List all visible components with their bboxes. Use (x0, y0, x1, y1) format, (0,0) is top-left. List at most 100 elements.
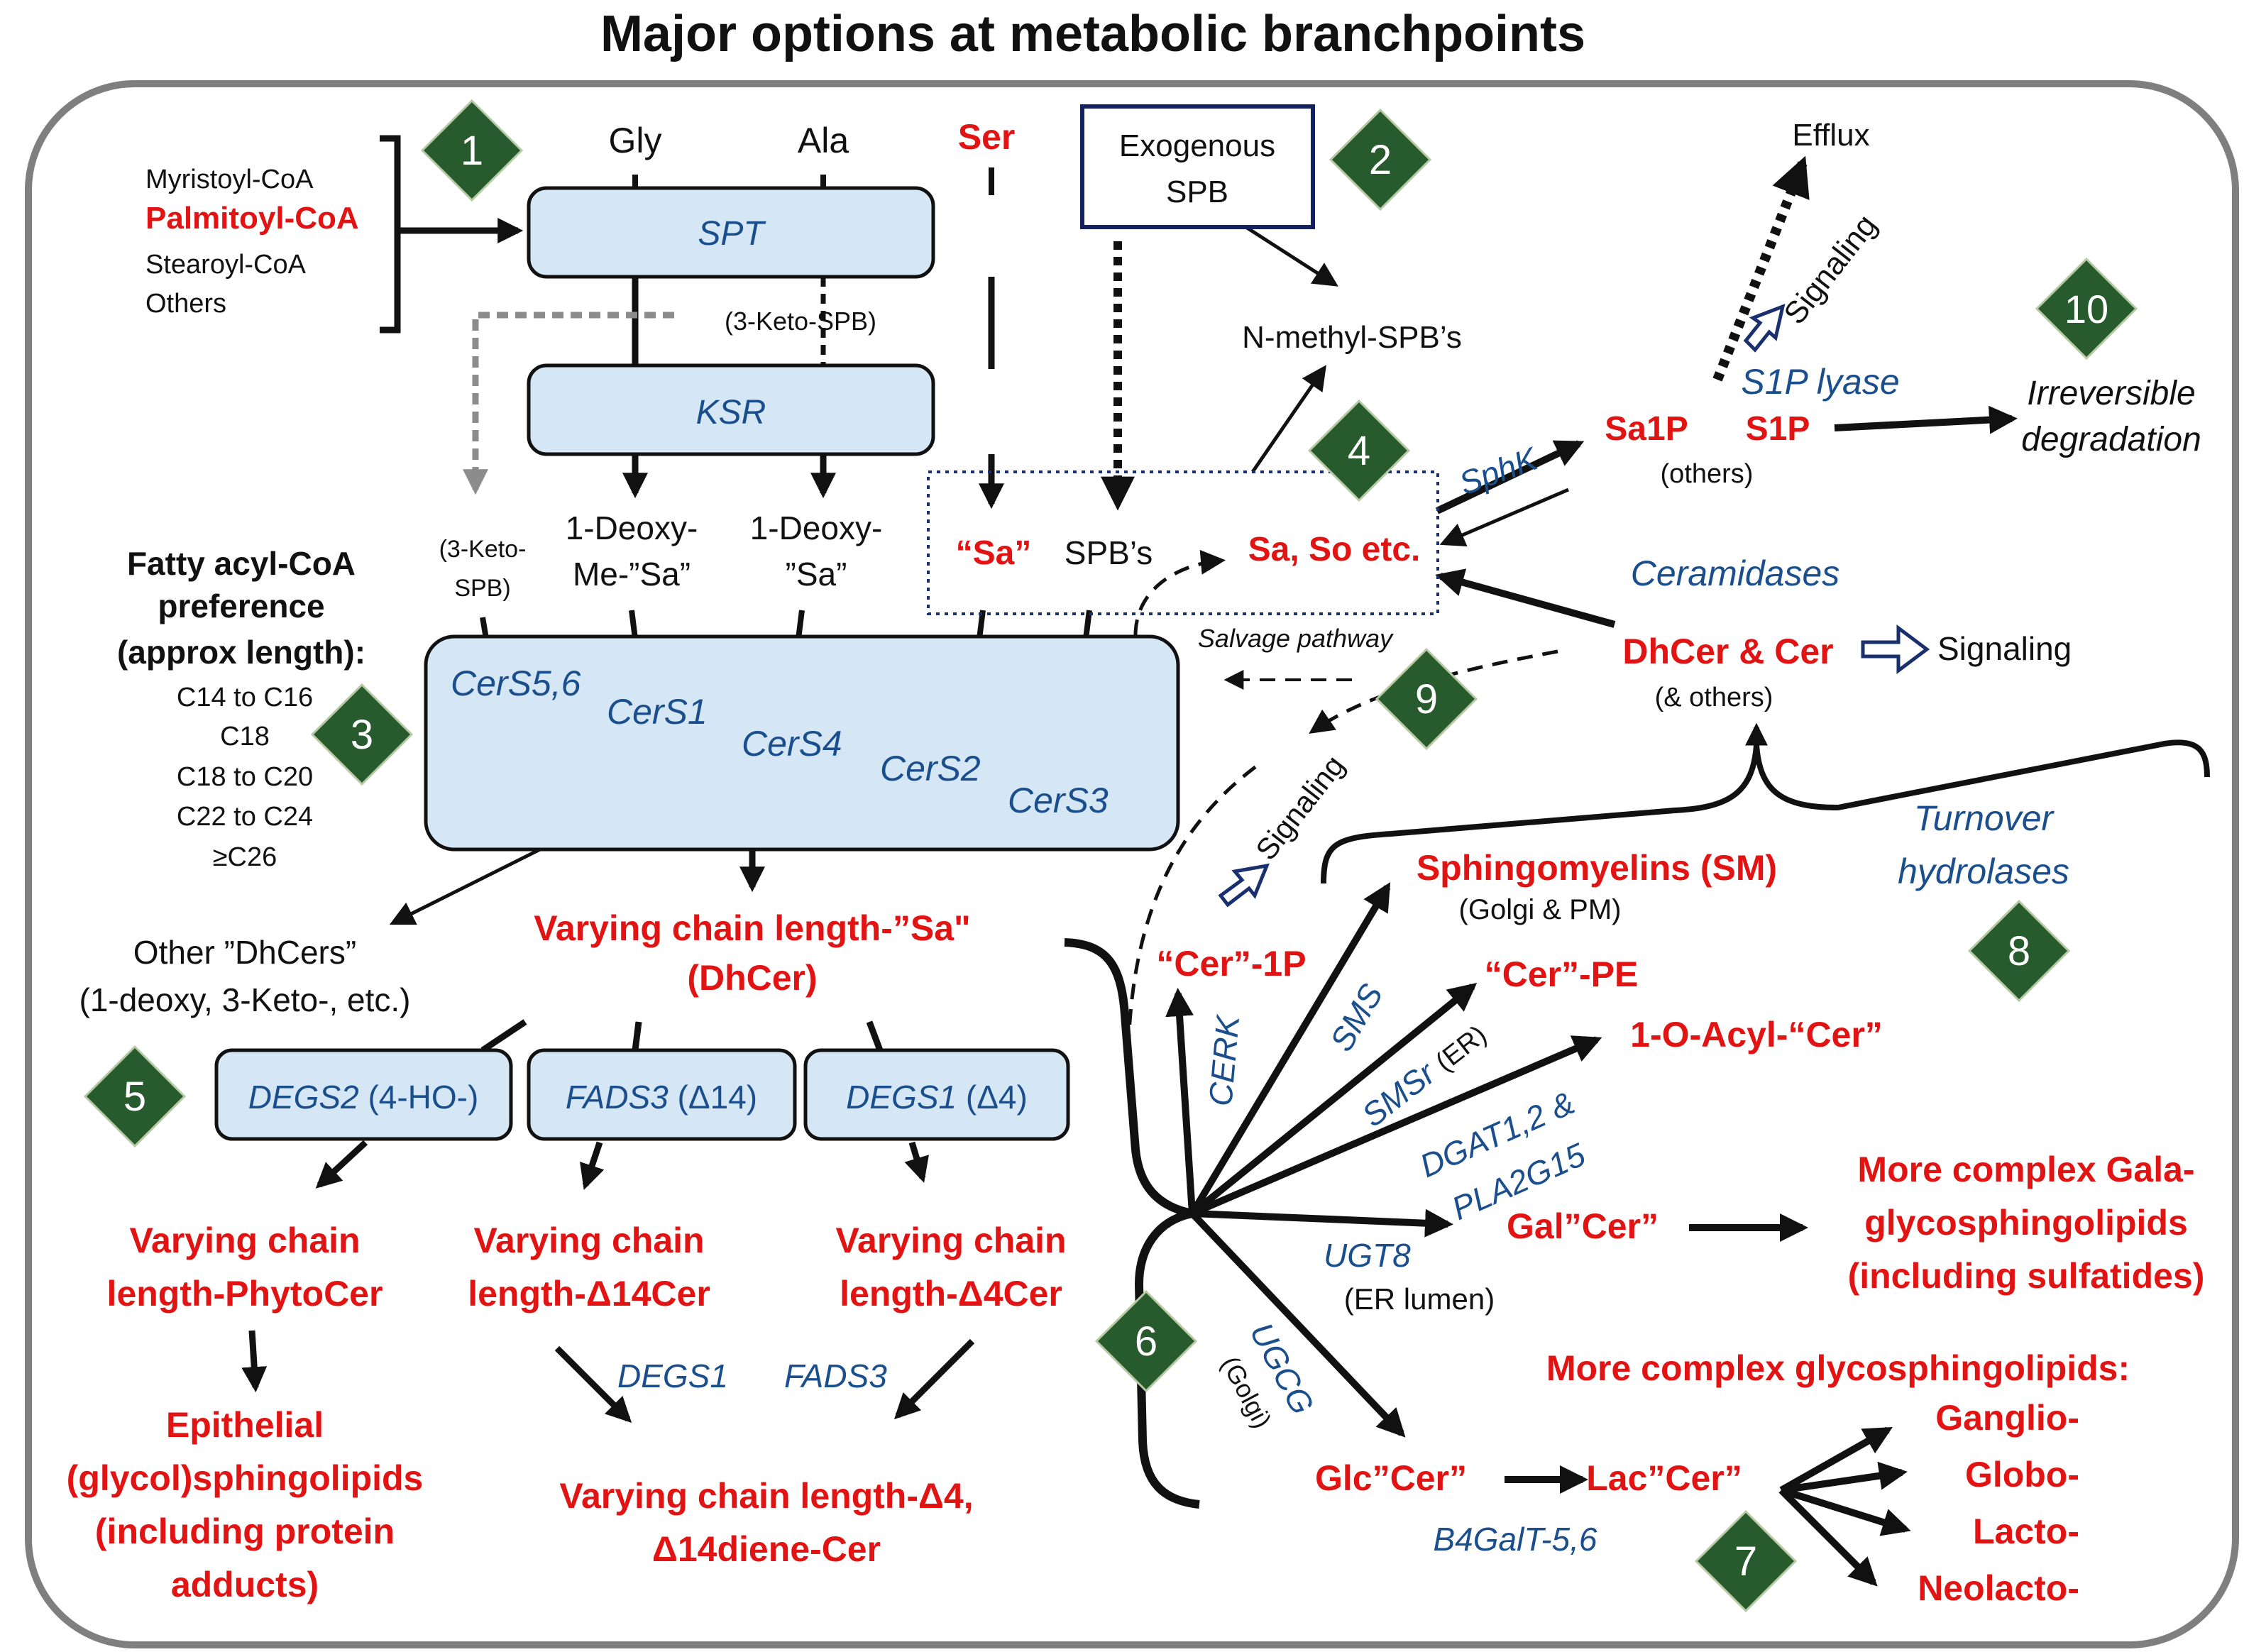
deoxy-sa-line1: 1-Deoxy- (750, 510, 883, 546)
neolacto-label: Neolacto- (1918, 1568, 2079, 1608)
badge-10-number: 10 (2064, 287, 2108, 331)
keto-spb2-line1: (3-Keto- (439, 536, 527, 563)
salvage-label: Salvage pathway (1198, 624, 1394, 653)
black-labels: (3-Keto-SPB) (3-Keto- SPB) 1-Deoxy- Me-”… (79, 118, 2201, 1433)
badge-5-number: 5 (123, 1074, 146, 1120)
line-dhcer-degs1 (866, 1020, 884, 1052)
d14cer-line2: length-Δ14Cer (468, 1274, 710, 1314)
sa-quoted-label: “Sa” (956, 534, 1032, 572)
diene-line1: Varying chain length-Δ4, (559, 1476, 973, 1516)
cer1p-label: “Cer”-1P (1156, 944, 1306, 984)
spt-box (527, 186, 935, 279)
fads3-name: FADS3 (566, 1079, 669, 1116)
ganglio-label: Ganglio- (1935, 1398, 2079, 1438)
preference-labels: Fatty acyl-CoA preference (approx length… (117, 545, 365, 872)
signaling-dhcer-label: Signaling (1937, 630, 2072, 667)
fan-arrows (1165, 882, 1602, 1438)
badge-7-number: 7 (1734, 1538, 1757, 1585)
exogenous-spb-box (1080, 104, 1315, 229)
arrow-ugcg (1189, 1211, 1406, 1438)
lacto-label: Lacto- (1973, 1511, 2079, 1551)
arrow-neolacto (1778, 1487, 1878, 1587)
pref-c26: ≥C26 (213, 842, 277, 872)
pref-c14-c16: C14 to C16 (177, 683, 313, 712)
stearoyl-coa-label: Stearoyl-CoA (145, 250, 307, 280)
badge-4-number: 4 (1348, 428, 1370, 474)
badge-2-number: 2 (1369, 137, 1392, 183)
cers2-label: CerS2 (880, 749, 981, 788)
efflux-label: Efflux (1792, 118, 1869, 153)
exogenous-line1: Exogenous (1119, 128, 1275, 163)
enzyme-boxes (214, 186, 1180, 1141)
signaling-open-arrows (1218, 304, 1930, 908)
ala-label: Ala (798, 121, 849, 160)
open-arrow-s1p (1743, 304, 1786, 353)
varying-sa-line2: (DhCer) (687, 958, 817, 998)
ugt8-label: UGT8 (1324, 1237, 1411, 1274)
badge-1: 1 (420, 99, 524, 202)
glcer-complex-label: More complex glycosphingolipids: (1546, 1348, 2130, 1388)
badge-4: 4 (1307, 399, 1411, 502)
phytocer-line1: Varying chain (129, 1221, 360, 1260)
laccer-label: Lac”Cer” (1586, 1458, 1742, 1498)
badge-6: 6 (1094, 1289, 1198, 1393)
tick-cers-5 (1083, 610, 1092, 639)
gala-complex-line3: (including sulfatides) (1848, 1256, 2205, 1296)
b4galt-label: B4GalT-5,6 (1434, 1521, 1597, 1558)
arrow-phytocer-epithelial (241, 1330, 268, 1393)
epithelial-line3: (including protein (95, 1511, 395, 1551)
epithelial-line1: Epithelial (166, 1405, 324, 1445)
degs1-name: DEGS1 (846, 1079, 957, 1116)
dhcer-cer-label: DhCer & Cer (1622, 632, 1833, 671)
arrow-d4cer-diene (893, 1338, 975, 1420)
degs2-label: DEGS2 (4-HO-) (248, 1079, 479, 1116)
preference-heading-2: preference (158, 588, 324, 624)
fads3-arrow-label: FADS3 (784, 1358, 887, 1394)
s1p-lyase-label: S1P lyase (1741, 362, 1899, 402)
cerpe-label: “Cer”-PE (1485, 954, 1639, 994)
ser-label: Ser (958, 117, 1016, 157)
diagram-title: Major options at metabolic branchpoints (600, 6, 1585, 62)
deoxy-me-sa-line2: Me-”Sa” (573, 556, 691, 593)
arrow-d14cer-diene (554, 1345, 632, 1424)
myristoyl-coa-label: Myristoyl-CoA (145, 165, 314, 194)
degs1-label: DEGS1 (Δ4) (846, 1079, 1028, 1116)
cell-border (25, 80, 2239, 1648)
badge-1-number: 1 (461, 128, 483, 174)
arrow-globo (1781, 1461, 1908, 1494)
arrow-degs1-d4cer (904, 1141, 929, 1183)
tick-cers-3 (796, 610, 805, 639)
ceramide-fan-brace (1064, 938, 1200, 1509)
gly-label: Gly (609, 121, 662, 160)
badge-3-number: 3 (351, 712, 373, 758)
pref-c18: C18 (220, 722, 270, 751)
smsr-location: (ER) (1430, 1020, 1492, 1077)
pref-c18-c20: C18 to C20 (177, 762, 313, 792)
sa-so-label: Sa, So etc. (1248, 531, 1421, 568)
degs2-name: DEGS2 (248, 1079, 359, 1116)
cers-box (424, 634, 1180, 852)
sms-label: SMS (1323, 977, 1390, 1057)
d14cer-line1: Varying chain (473, 1221, 704, 1260)
acylcer-label: 1-O-Acyl-“Cer” (1630, 1015, 1883, 1054)
d4cer-line1: Varying chain (835, 1221, 1066, 1260)
line-dhcer-fads3 (632, 1021, 642, 1051)
badge-9: 9 (1375, 647, 1478, 751)
degs2-box (214, 1048, 513, 1141)
arrow-sms (1189, 882, 1391, 1216)
badge-8: 8 (1967, 899, 2071, 1003)
palmitoyl-coa-label: Palmitoyl-CoA (145, 201, 359, 236)
badge-8-number: 8 (2008, 928, 2030, 974)
arrow-spb-nmethyl (1250, 365, 1326, 473)
signaling-s1p-label: Signaling (1777, 208, 1883, 331)
other-dhcers-line2: (1-deoxy, 3-Keto-, etc.) (79, 981, 411, 1018)
turnover-label-1: Turnover (1914, 798, 2055, 838)
cerk-label: CERK (1201, 1013, 1246, 1108)
arrow-smsr (1189, 982, 1478, 1216)
ksr-label: KSR (696, 394, 766, 431)
varying-sa-line1: Varying chain length-”Sa" (534, 908, 971, 948)
substrate-labels: Myristoyl-CoA Palmitoyl-CoA Stearoyl-CoA… (145, 117, 1015, 319)
arrow-dgat (1191, 1035, 1602, 1217)
arrow-lacto (1780, 1487, 1911, 1536)
spbs-label: SPB’s (1065, 534, 1153, 571)
